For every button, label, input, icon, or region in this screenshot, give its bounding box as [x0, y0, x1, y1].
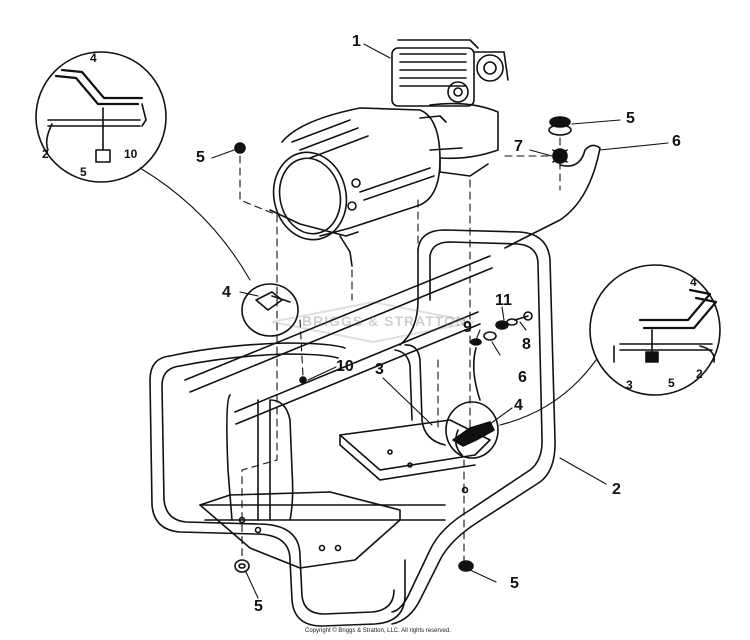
- brand-logo-watermark: [271, 300, 475, 344]
- callout-3-frame: 3: [375, 361, 384, 378]
- callout-7: 7: [514, 138, 523, 155]
- alignment-lines: [239, 137, 561, 561]
- leader-lines: [139, 43, 669, 599]
- callout-5-top-right: 5: [626, 110, 635, 127]
- callout-3-inset-right: 3: [626, 378, 633, 392]
- callout-2-inset-right: 2: [696, 367, 703, 381]
- alternator: [269, 107, 463, 267]
- callout-5-bottom-right: 5: [510, 575, 519, 592]
- callout-10-frame: 10: [336, 358, 354, 375]
- base-plates: [199, 419, 491, 569]
- copyright-notice: Copyright © Briggs & Stratton, LLC. All …: [305, 628, 451, 634]
- tubular-frame: [149, 229, 556, 627]
- callout-4-bracket: 4: [514, 397, 523, 414]
- mounting-bracket: [255, 291, 495, 456]
- detail-circles: [241, 283, 499, 459]
- callout-2-frame: 2: [612, 481, 621, 498]
- callout-6-mid: 6: [518, 369, 527, 386]
- callout-4-inset-right: 4: [690, 275, 697, 289]
- engine: [391, 39, 509, 177]
- callout-5-inset-right: 5: [668, 376, 675, 390]
- callout-5-inset-left: 5: [80, 165, 87, 179]
- callout-2-inset-left: 2: [42, 147, 49, 161]
- callout-5-bottom-left: 5: [254, 598, 263, 615]
- watermark-text: BRIGGS & STRATTON: [302, 313, 468, 329]
- callout-5-left: 5: [196, 149, 205, 166]
- callout-9: 9: [463, 319, 472, 336]
- callout-8: 8: [522, 336, 531, 353]
- callout-4-frame: 4: [222, 284, 231, 301]
- callout-1: 1: [352, 33, 361, 50]
- ground-wire: [472, 144, 601, 401]
- callout-4-inset-left: 4: [90, 51, 97, 65]
- detail-inset-left: [35, 51, 167, 183]
- callout-11: 11: [495, 292, 512, 309]
- callout-10-inset-left: 10: [124, 147, 138, 161]
- detail-inset-right: [589, 264, 721, 396]
- fasteners: [234, 116, 572, 573]
- callout-6-top-right: 6: [672, 133, 681, 150]
